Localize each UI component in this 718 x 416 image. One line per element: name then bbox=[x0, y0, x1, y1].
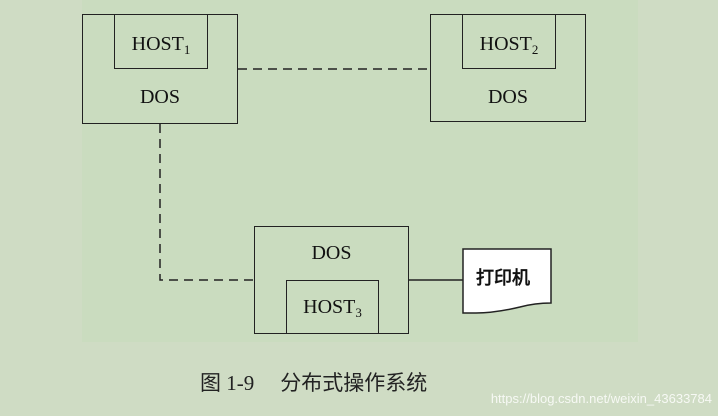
caption-title: 分布式操作系统 bbox=[280, 371, 428, 395]
host1-dos-label: DOS bbox=[139, 86, 180, 108]
printer-label: 打印机 bbox=[476, 268, 530, 289]
host1-label: HOST1 bbox=[131, 33, 191, 57]
host3-dos-label: DOS bbox=[311, 242, 352, 264]
host3-inner-box bbox=[286, 280, 379, 334]
host2-dos-label: DOS bbox=[487, 86, 528, 108]
printer-shape bbox=[462, 248, 552, 314]
link-host1-host3 bbox=[159, 124, 254, 281]
host3-label: HOST3 bbox=[303, 296, 362, 320]
figure-caption: 图 1-9 分布式操作系统 bbox=[200, 367, 427, 397]
host2-inner-box bbox=[462, 14, 556, 69]
host2-label: HOST2 bbox=[479, 33, 539, 57]
host1-inner-box bbox=[114, 14, 208, 69]
caption-number: 图 1-9 bbox=[200, 371, 255, 395]
watermark-text: https://blog.csdn.net/weixin_43633784 bbox=[490, 391, 712, 406]
